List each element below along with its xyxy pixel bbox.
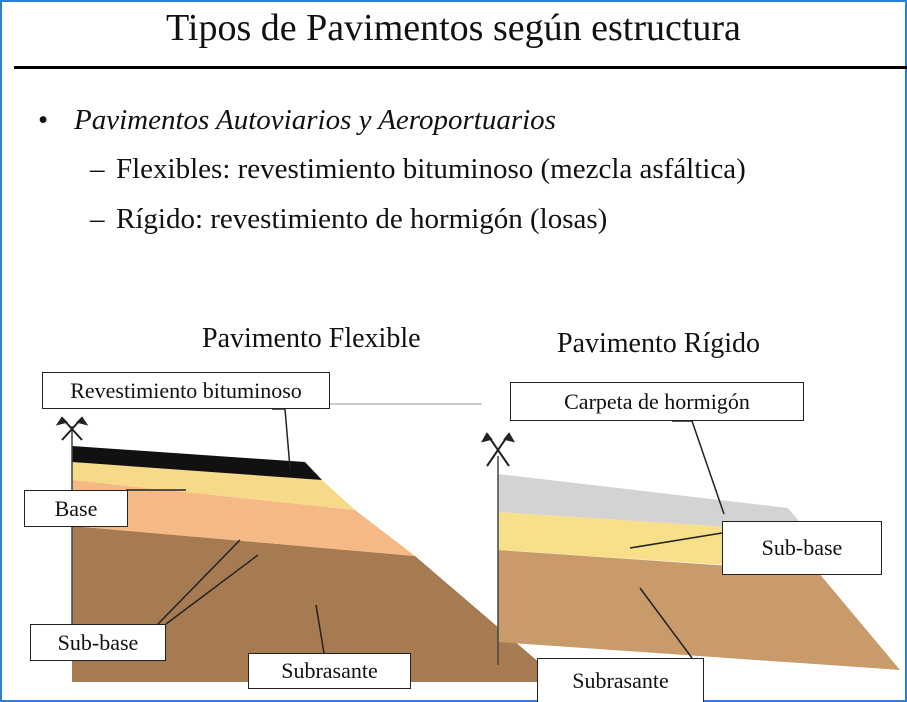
rigid-concrete-layer xyxy=(498,474,808,532)
label-base: Base xyxy=(24,490,128,527)
leader-subrasante xyxy=(315,604,325,654)
dash-marker: – xyxy=(90,153,105,185)
dash-marker: – xyxy=(90,203,105,235)
bullet-main-text: Pavimentos Autoviarios y Aeroportuarios xyxy=(74,104,556,136)
flexible-subbase-layer xyxy=(72,480,415,556)
bullet-main: • Pavimentos Autoviarios y Aeroportuarios xyxy=(38,104,556,137)
flexible-base-layer xyxy=(72,462,355,510)
leader-carpeta xyxy=(672,420,725,515)
leader-rigid-subbase xyxy=(629,532,723,549)
label-carpeta: Carpeta de hormigón xyxy=(510,382,804,421)
rigid-diagram-title: Pavimento Rígido xyxy=(557,328,760,359)
label-revestimiento: Revestimiento bituminoso xyxy=(42,372,330,409)
label-subbase: Sub-base xyxy=(30,624,166,661)
bullet-marker: • xyxy=(38,104,49,136)
axis-symbol-icon xyxy=(55,416,89,441)
flexible-leader-lines xyxy=(126,408,325,654)
label-subbase-rigido: Sub-base xyxy=(722,521,882,575)
leader-rigid-subrasante xyxy=(639,587,693,659)
axis-symbol-icon xyxy=(480,432,516,467)
bullet-sub-flexible: –Flexibles: revestimiento bituminoso (me… xyxy=(90,153,746,186)
label-subrasante-flexible: Subrasante xyxy=(248,653,411,689)
bullet-sub-rigid-text: Rígido: revestimiento de hormigón (losas… xyxy=(116,203,608,235)
title-underline xyxy=(14,66,907,69)
leader-subbase-1 xyxy=(157,539,241,625)
flexible-diagram-title: Pavimento Flexible xyxy=(202,323,421,354)
bullet-sub-flexible-text: Flexibles: revestimiento bituminoso (mez… xyxy=(116,153,746,185)
flexible-asphalt-layer xyxy=(72,446,322,480)
slide-title: Tipos de Pavimentos según estructura xyxy=(166,7,741,49)
rigid-leader-lines xyxy=(629,420,725,659)
leader-subbase-2 xyxy=(165,554,259,625)
label-subrasante-rigido: Subrasante xyxy=(537,658,704,702)
flexible-subgrade-layer xyxy=(72,526,562,682)
leader-revestimiento xyxy=(272,408,291,469)
rigid-subgrade-layer xyxy=(498,550,900,670)
bullet-sub-rigid: –Rígido: revestimiento de hormigón (losa… xyxy=(90,203,607,236)
